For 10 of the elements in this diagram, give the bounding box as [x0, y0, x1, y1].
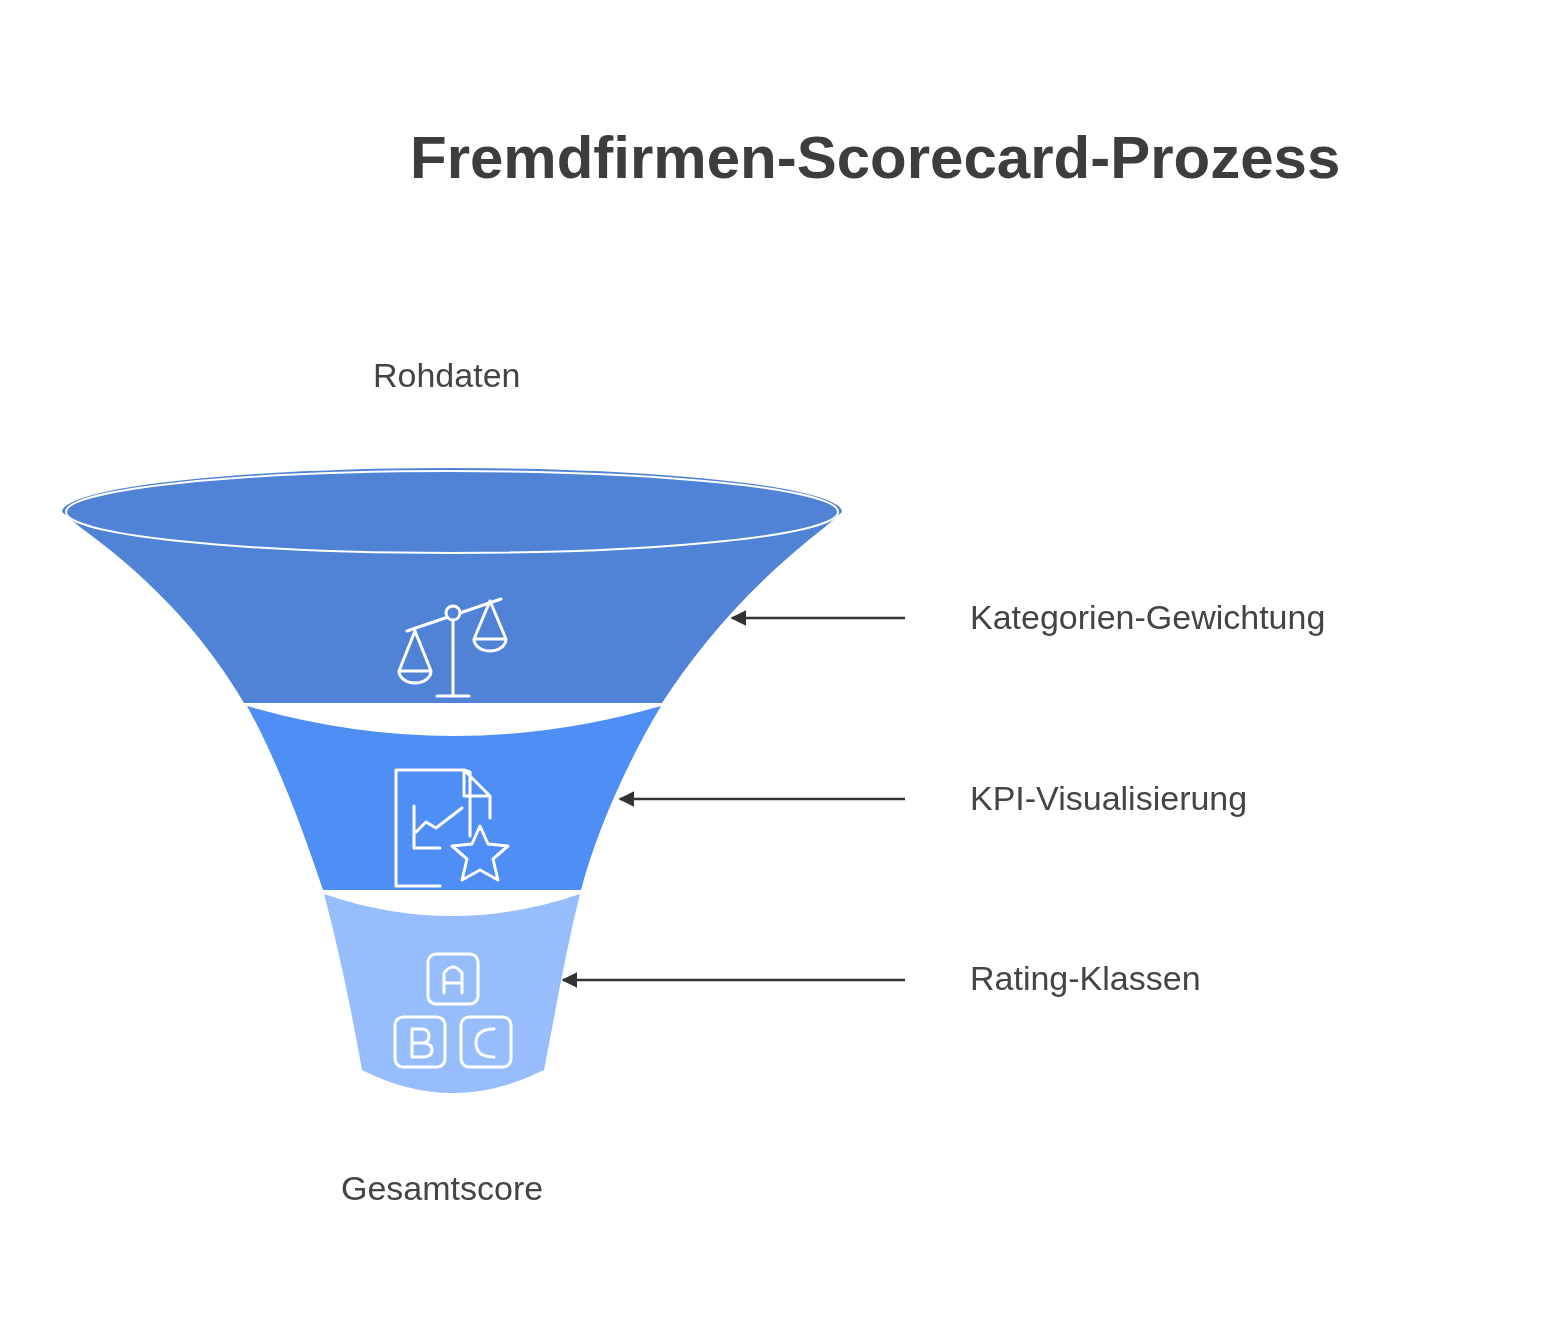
- funnel-label: Gesamtscore: [341, 1168, 544, 1209]
- step-label: KPI-Visualisierung: [970, 778, 1248, 819]
- step-label: Kategorien-Gewichtung: [970, 597, 1326, 638]
- funnel-label: Rohdaten: [373, 355, 521, 396]
- arrow: [618, 791, 905, 807]
- funnel-segment: [60, 465, 845, 705]
- step-label: Rating-Klassen: [970, 958, 1201, 999]
- arrow: [561, 972, 905, 988]
- diagram-title: Fremdfirmen-Scorecard-Prozess: [410, 123, 1341, 193]
- arrow: [730, 610, 905, 626]
